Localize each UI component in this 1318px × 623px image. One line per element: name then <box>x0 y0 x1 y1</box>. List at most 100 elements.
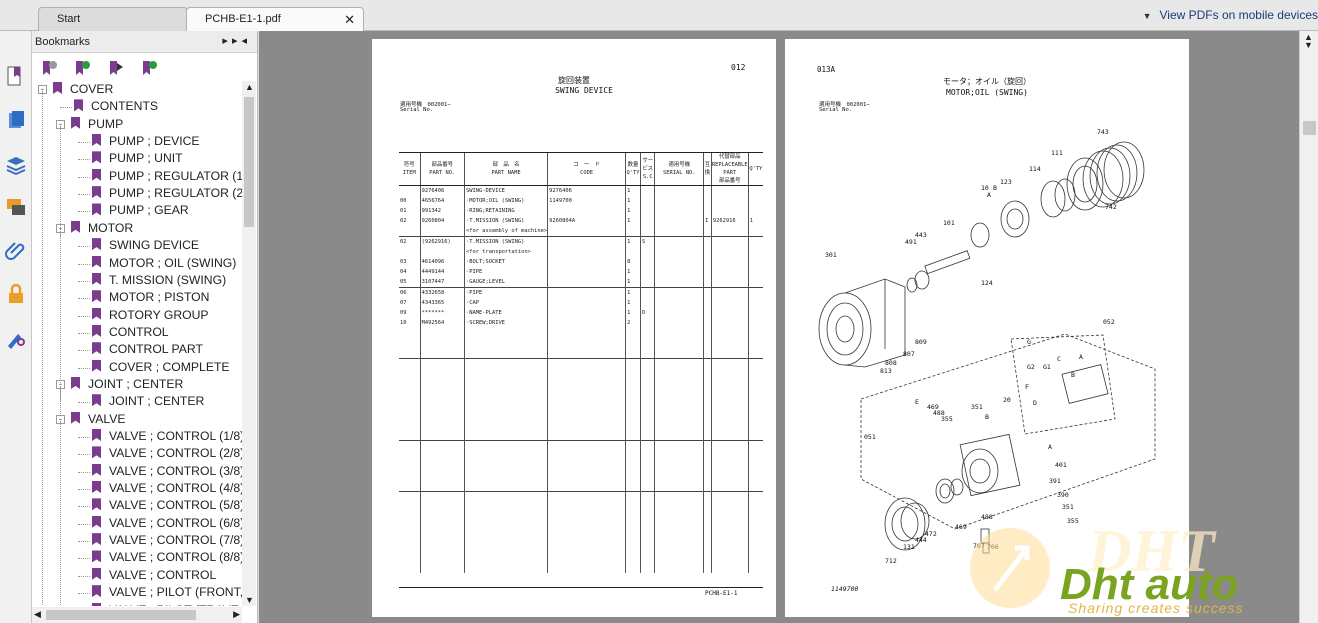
table-cell: 1149700 <box>547 195 626 206</box>
bookmark-item[interactable]: T. MISSION (SWING) <box>92 272 226 289</box>
bookmark-item[interactable]: VALVE ; CONTROL (1/8) <box>92 428 242 445</box>
bookmark-item[interactable]: -JOINT ; CENTER <box>56 376 183 393</box>
bookmark-item[interactable]: VALVE ; CONTROL (3/8) <box>92 463 242 480</box>
bookmark-item[interactable]: -COVER <box>38 81 113 98</box>
dropdown-arrow-icon[interactable]: ▼ <box>1142 11 1152 21</box>
scroll-thumb[interactable] <box>46 610 196 620</box>
bookmark-item[interactable]: VALVE ; CONTROL (2/8) <box>92 445 242 462</box>
bookmark-item[interactable]: VALVE ; PILOT (FRONT, <box>92 584 242 601</box>
page-title-en: SWING DEVICE <box>555 86 613 95</box>
bookmark-label: VALVE ; CONTROL (7/8) <box>109 533 242 548</box>
table-cell <box>639 358 655 369</box>
bookmark-item[interactable]: VALVE ; CONTROL (5/8) <box>92 497 242 514</box>
attachment-icon[interactable] <box>5 239 27 261</box>
bookmark-item[interactable]: VALVE ; CONTROL (8/8) <box>92 549 242 566</box>
bookmark-item[interactable]: COVER ; COMPLETE <box>92 359 230 376</box>
part-callout: 491 <box>905 238 917 246</box>
bookmark-item[interactable]: PUMP ; REGULATOR (1) <box>92 168 242 185</box>
table-cell <box>463 430 548 441</box>
bookmark-go-icon[interactable] <box>107 59 125 77</box>
comments-icon[interactable] <box>5 196 27 218</box>
signature-icon[interactable] <box>5 327 27 349</box>
bookmark-horizontal-scrollbar[interactable]: ◀ ▶ <box>32 607 242 623</box>
table-cell <box>463 521 548 532</box>
bookmark-item[interactable]: PUMP ; DEVICE <box>92 133 200 150</box>
pages-icon[interactable] <box>5 109 27 131</box>
bookmark-item[interactable]: ROTORY GROUP <box>92 307 209 324</box>
bookmark-item[interactable]: VALVE ; CONTROL (6/8) <box>92 515 242 532</box>
table-cell <box>399 410 420 420</box>
table-cell <box>710 307 749 318</box>
bookmark-label: VALVE ; CONTROL (2/8) <box>109 446 242 461</box>
table-cell <box>625 470 641 481</box>
part-callout: 488 <box>933 409 945 417</box>
scroll-right-icon[interactable]: ▶ <box>233 609 240 619</box>
bookmark-label: MOTOR ; OIL (SWING) <box>109 255 237 270</box>
scroll-thumb[interactable] <box>244 97 254 227</box>
scroll-up-icon[interactable]: ▲ <box>1304 32 1313 42</box>
table-cell <box>399 542 420 552</box>
table-cell <box>654 317 704 329</box>
close-icon[interactable]: ✕ <box>344 12 355 27</box>
bookmark-vertical-scrollbar[interactable]: ▲ ▼ <box>242 81 256 606</box>
scroll-left-icon[interactable]: ◀ <box>34 609 41 619</box>
document-vertical-scrollbar[interactable]: ▲ ▼ <box>1299 31 1318 623</box>
bookmark-item[interactable]: VALVE ; CONTROL (7/8) <box>92 532 242 549</box>
bookmark-item[interactable]: CONTENTS <box>74 98 158 115</box>
table-cell: 1 <box>625 297 641 308</box>
tree-connector <box>60 107 72 109</box>
tab-document[interactable]: PCHB-E1-1.pdf ✕ <box>186 7 364 32</box>
document-viewport[interactable]: 012 旋回装置 SWING DEVICE 適用号機 002001− Seria… <box>259 31 1299 623</box>
bookmark-item[interactable]: VALVE ; PILOT (TRAVE <box>92 602 239 606</box>
table-cell <box>703 542 712 553</box>
part-callout: 114 <box>1029 165 1041 173</box>
bookmark-item[interactable]: CONTROL <box>92 324 169 341</box>
table-cell <box>625 389 641 400</box>
table-cell <box>710 501 749 512</box>
bookmarks-panel-icon[interactable] <box>5 65 27 87</box>
layers-icon[interactable] <box>5 153 27 175</box>
tab-start[interactable]: Start <box>38 7 188 31</box>
tree-connector <box>78 142 90 144</box>
bookmark-item[interactable]: PUMP ; GEAR <box>92 202 189 219</box>
lock-icon[interactable] <box>5 283 27 305</box>
mobile-link-label[interactable]: View PDFs on mobile devices <box>1159 8 1318 22</box>
pdf-page-013a: 013A モータ；オイル（旋回） MOTOR;OIL (SWING) 適用号機 … <box>785 39 1189 617</box>
bookmark-item[interactable]: MOTOR ; PISTON <box>92 289 209 306</box>
table-cell <box>654 307 704 318</box>
scroll-thumb[interactable] <box>1303 121 1316 135</box>
bookmark-item[interactable]: -PUMP <box>56 116 123 133</box>
table-row <box>399 501 763 512</box>
bookmark-item[interactable]: MOTOR ; OIL (SWING) <box>92 255 236 272</box>
table-cell <box>625 409 641 420</box>
bookmark-item[interactable]: -VALVE <box>56 411 125 428</box>
bookmark-item[interactable]: VALVE ; CONTROL (4/8) <box>92 480 242 497</box>
tree-connector <box>78 367 90 369</box>
scroll-up-icon[interactable]: ▲ <box>245 82 254 92</box>
mobile-link[interactable]: ▼ View PDFs on mobile devices <box>1143 8 1318 22</box>
table-cell <box>654 358 704 369</box>
bookmark-item[interactable]: PUMP ; UNIT <box>92 150 183 167</box>
collapse-panel-icon[interactable]: ◂ <box>241 35 251 47</box>
bookmark-item[interactable]: PUMP ; REGULATOR (2) <box>92 185 242 202</box>
bookmark-item[interactable]: VALVE ; CONTROL <box>92 567 216 584</box>
bookmark-find-icon[interactable] <box>140 59 158 77</box>
table-cell <box>463 450 548 461</box>
bookmark-item[interactable]: SWING DEVICE <box>92 237 199 254</box>
table-cell <box>710 480 749 492</box>
table-cell <box>463 439 548 451</box>
bookmark-item[interactable]: JOINT ; CENTER <box>92 393 204 410</box>
bookmark-expand-icon[interactable] <box>40 59 58 77</box>
part-callout: G2 <box>1027 363 1035 371</box>
bookmark-add-icon[interactable] <box>73 59 91 77</box>
table-cell <box>710 470 749 481</box>
table-cell <box>654 409 704 420</box>
expand-panel-icon[interactable]: ▸▸ <box>222 35 242 47</box>
bookmark-ribbon-icon <box>74 99 83 112</box>
table-cell <box>639 277 655 288</box>
scroll-down-icon[interactable]: ▼ <box>245 595 254 605</box>
bookmark-item[interactable]: CONTROL PART <box>92 341 203 358</box>
bookmark-item[interactable]: -MOTOR <box>56 220 133 237</box>
scroll-down-icon[interactable]: ▼ <box>1304 40 1313 50</box>
